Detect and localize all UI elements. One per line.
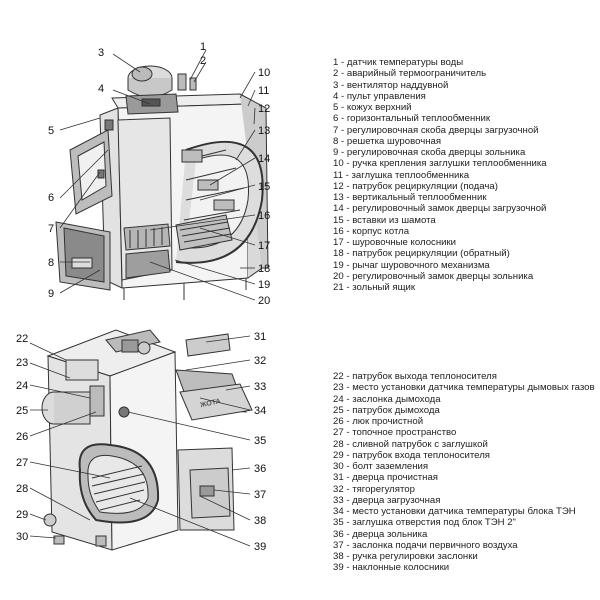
legend-item: 17 - шуровочные колосники [333, 237, 457, 248]
legend-item: 18 - патрубок рециркуляции (обратный) [333, 248, 510, 260]
legend-item: 16 - корпус котла [333, 225, 410, 237]
callout-27: 27 [16, 457, 28, 469]
callout-12: 12 [258, 103, 270, 115]
legend-item: 22 - патрубок выхода теплоносителя [333, 371, 497, 382]
legend-item: 21 - зольный ящик [333, 282, 416, 293]
legend-bottom: 22 - патрубок выхода теплоносителя 23 - … [333, 371, 595, 574]
callout-25: 25 [16, 405, 28, 417]
legend-item: 30 - болт заземления [333, 461, 429, 472]
callout-8: 8 [48, 257, 54, 269]
bottom-boiler-drawing [41, 329, 253, 551]
legend-item: 36 - дверца зольника [333, 528, 428, 540]
callout-13: 13 [258, 125, 270, 137]
callout-22: 22 [16, 333, 28, 345]
legend-item: 33 - дверца загрузочная [333, 494, 441, 506]
legend-item: 9 - регулировочная скоба дверцы зольника [333, 147, 526, 158]
callout-30: 30 [16, 531, 28, 543]
callout-3: 3 [98, 47, 104, 59]
legend-item: 34 - место установки датчика температуры… [333, 506, 576, 517]
callout-10: 10 [258, 67, 270, 79]
legend-top: 1 - датчик температуры воды 2 - аварийны… [333, 57, 547, 293]
callout-32: 32 [254, 355, 266, 367]
callout-9: 9 [48, 288, 54, 300]
callout-7: 7 [48, 223, 54, 235]
callout-4: 4 [98, 83, 104, 95]
legend-item: 8 - решетка шуровочная [333, 135, 442, 147]
door-logo: ЖОТА [199, 398, 222, 409]
legend-item: 11 - заглушка теплообменника [333, 169, 470, 181]
callout-24: 24 [16, 380, 28, 392]
legend-item: 6 - горизонтальный теплообменник [333, 113, 491, 125]
top-boiler-drawing [55, 65, 269, 300]
callout-36: 36 [254, 463, 266, 475]
callout-38: 38 [254, 515, 266, 527]
callout-15: 15 [258, 181, 270, 193]
callout-29: 29 [16, 509, 28, 521]
legend-item: 38 - ручка регулировки заслонки [333, 551, 478, 562]
callout-39: 39 [254, 541, 266, 553]
callout-5: 5 [48, 125, 54, 137]
callout-20: 20 [258, 295, 270, 307]
legend-item: 26 - люк прочистной [333, 416, 424, 427]
legend-item: 29 - патрубок входа теплоносителя [333, 449, 490, 461]
legend-item: 28 - сливной патрубок с заглушкой [333, 438, 488, 450]
callout-16: 16 [258, 210, 270, 222]
legend-item: 5 - кожух верхний [333, 102, 412, 113]
callout-19: 19 [258, 279, 270, 291]
legend-item: 1 - датчик температуры воды [333, 57, 464, 68]
callout-6: 6 [48, 192, 54, 204]
callout-34: 34 [254, 405, 266, 417]
legend-item: 37 - заслонка подачи первичного воздуха [333, 539, 518, 551]
callout-28: 28 [16, 483, 28, 495]
callout-17: 17 [258, 240, 270, 252]
callout-31: 31 [254, 331, 266, 343]
callout-37: 37 [254, 489, 266, 501]
legend-item: 2 - аварийный термоограничитель [333, 68, 487, 80]
legend-item: 19 - рычаг шуровочного механизма [333, 259, 490, 271]
legend-item: 12 - патрубок рециркуляции (подача) [333, 180, 498, 192]
legend-item: 35 - заглушка отверстия под блок ТЭН 2" [333, 517, 516, 529]
legend-item: 24 - заслонка дымохода [333, 393, 441, 405]
legend-item: 15 - вставки из шамота [333, 214, 436, 226]
legend-item: 23 - место установки датчика температуры… [333, 382, 595, 394]
legend-item: 4 - пульт управления [333, 90, 426, 102]
legend-item: 7 - регулировочная скоба дверцы загрузоч… [333, 124, 539, 136]
callout-26: 26 [16, 431, 28, 443]
legend-item: 10 - ручка крепления заглушки теплообмен… [333, 158, 547, 170]
legend-item: 3 - вентилятор наддувной [333, 79, 449, 91]
legend-item: 27 - топочное пространство [333, 427, 457, 439]
leader-lines [29, 49, 256, 547]
callout-33: 33 [254, 381, 266, 393]
callout-14: 14 [258, 153, 270, 165]
legend-item: 39 - наклонные колосники [333, 562, 450, 574]
callout-1: 1 [200, 41, 206, 53]
legend-item: 13 - вертикальный теплообменник [333, 192, 487, 203]
callout-23: 23 [16, 357, 28, 369]
callout-18: 18 [258, 263, 270, 275]
callout-11: 11 [258, 85, 269, 97]
legend-item: 25 - патрубок дымохода [333, 404, 440, 416]
callout-35: 35 [254, 435, 266, 447]
legend-item: 14 - регулировочный замок дверцы загрузо… [333, 203, 547, 215]
callout-2: 2 [200, 55, 206, 67]
legend-item: 20 - регулировочный замок дверцы зольник… [333, 270, 534, 282]
callout-numbers: 1 2 3 4 10 11 12 5 13 6 14 7 15 8 16 9 1… [16, 41, 270, 553]
legend-item: 31 - дверца прочистная [333, 472, 438, 484]
legend-item: 32 - тягорегулятор [333, 483, 415, 495]
